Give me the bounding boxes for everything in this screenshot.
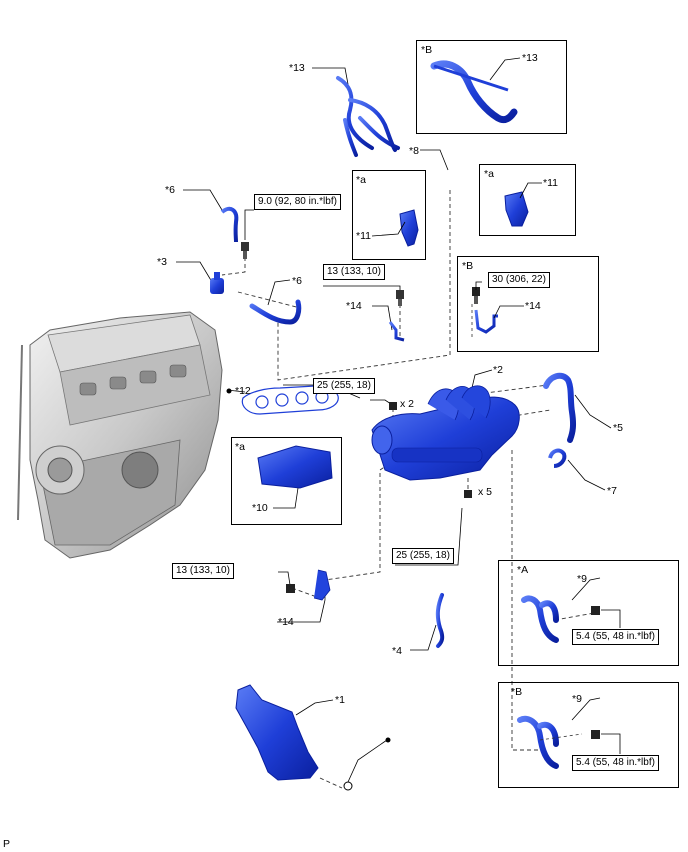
bolt-13nm-mid bbox=[396, 290, 404, 306]
inset-part-13: *13 bbox=[522, 52, 538, 64]
bolt-x5 bbox=[464, 490, 472, 498]
inset-part-9b: *9 bbox=[572, 693, 582, 705]
bolt-13nm-low bbox=[286, 584, 295, 593]
callout-14-mid: *14 bbox=[346, 300, 362, 312]
inset-frame-b-9 bbox=[498, 682, 679, 788]
engine-assembly bbox=[17, 311, 223, 559]
inset-frame-a-10 bbox=[231, 437, 342, 525]
inset-frame-a-9 bbox=[498, 560, 679, 666]
callout-12: *12 bbox=[235, 385, 251, 397]
callout-13: *13 bbox=[289, 62, 305, 74]
inset-part-11-right: *11 bbox=[543, 177, 558, 189]
inset-tag-b-9: *B bbox=[511, 686, 523, 698]
inset-torque-30nm: 30 (306, 22) bbox=[488, 272, 550, 288]
inset-tag-b-top: *B bbox=[421, 44, 433, 56]
non-reusable-mark-12 bbox=[226, 388, 232, 394]
clip-ring bbox=[343, 781, 353, 791]
harness-13-part bbox=[336, 76, 400, 157]
quantity-x2: x 2 bbox=[400, 398, 415, 410]
inset-bolt-9a bbox=[591, 606, 600, 615]
inset-frame-a-11-right bbox=[479, 164, 576, 236]
hose-5-part bbox=[543, 372, 577, 443]
callout-2: *2 bbox=[493, 364, 503, 376]
inset-hose-9a bbox=[521, 595, 559, 643]
inset-part-11-left: *11 bbox=[356, 230, 371, 242]
callout-6-right: *6 bbox=[292, 275, 302, 287]
inset-tag-a-11-left: *a bbox=[356, 174, 366, 186]
inset-bracket-10 bbox=[257, 445, 333, 489]
hose-6b-part bbox=[249, 299, 302, 325]
torque-spec-13nm-low: 13 (133, 10) bbox=[172, 563, 234, 579]
page-code: P bbox=[3, 838, 11, 850]
hose-4-part bbox=[435, 593, 445, 648]
inset-tag-a-10: *a bbox=[235, 441, 245, 453]
inset-sensor-11-right bbox=[504, 191, 529, 227]
callout-14-low: *14 bbox=[278, 616, 294, 628]
callout-7: *7 bbox=[607, 485, 617, 497]
torque-spec-25nm-bolt: 25 (255, 18) bbox=[392, 548, 454, 564]
inset-part-10: *10 bbox=[252, 502, 268, 514]
inset-tag-b-14: *B bbox=[462, 260, 474, 272]
torque-spec-9nm: 9.0 (92, 80 in.*lbf) bbox=[254, 194, 341, 210]
inset-frame-b-top bbox=[416, 40, 567, 134]
callout-3: *3 bbox=[157, 256, 167, 268]
gasket-12-part bbox=[241, 384, 339, 415]
inset-hose-9b bbox=[517, 715, 559, 769]
torque-spec-25nm-nut: 25 (255, 18) bbox=[313, 378, 375, 394]
torque-spec-13nm-mid: 13 (133, 10) bbox=[323, 264, 385, 280]
inset-bolt-9b bbox=[591, 730, 600, 739]
valve-3-part bbox=[210, 272, 224, 294]
intake-manifold-2-part bbox=[371, 385, 520, 481]
callout-5: *5 bbox=[613, 422, 623, 434]
callout-8: *8 bbox=[409, 145, 419, 157]
inset-tag-a-11-right: *a bbox=[484, 168, 494, 180]
callout-4: *4 bbox=[392, 645, 402, 657]
inset-harness-13 bbox=[430, 60, 518, 124]
nut-x2 bbox=[389, 402, 397, 410]
insulator-1-part bbox=[235, 684, 319, 781]
inset-sensor-11-left bbox=[399, 209, 419, 247]
inset-frame-a-11-left bbox=[352, 170, 426, 260]
bolt-9nm bbox=[241, 242, 249, 259]
quantity-x5: x 5 bbox=[478, 486, 493, 498]
non-reusable-mark bbox=[385, 737, 391, 743]
inset-torque-5-4nm-a: 5.4 (55, 48 in.*lbf) bbox=[572, 629, 659, 645]
inset-torque-5-4nm-b: 5.4 (55, 48 in.*lbf) bbox=[572, 755, 659, 771]
hose-6-part bbox=[220, 206, 239, 243]
leader-solid-lines bbox=[176, 67, 612, 783]
inset-tag-a-9: *A bbox=[517, 564, 529, 576]
inset-part-14: *14 bbox=[525, 300, 541, 312]
inset-part-9a: *9 bbox=[577, 573, 587, 585]
callout-1: *1 bbox=[335, 694, 345, 706]
bracket-14-mid bbox=[388, 321, 405, 342]
bracket-14-low bbox=[313, 569, 331, 601]
inset-frame-b-14 bbox=[457, 256, 599, 352]
inset-bolt-14 bbox=[472, 287, 480, 304]
callout-6: *6 bbox=[165, 184, 175, 196]
hose-7-part bbox=[548, 448, 567, 468]
